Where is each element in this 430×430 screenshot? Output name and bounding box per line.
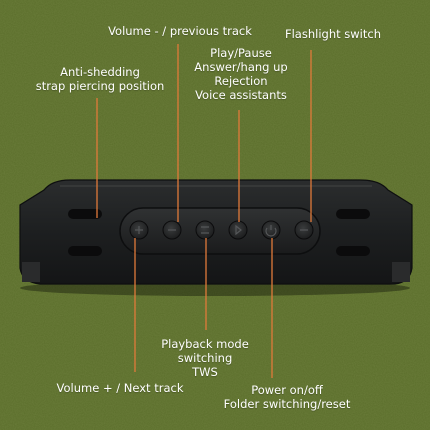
right-grille-slot-bottom: [336, 246, 370, 256]
label-playback-mode: Playback mode switching TWS: [161, 337, 249, 379]
label-play-pause: Play/Pause Answer/hang up Rejection Voic…: [194, 46, 288, 102]
label-power: Power on/off Folder switching/reset: [223, 383, 351, 411]
right-mesh: [392, 262, 410, 282]
left-grille-slot-top: [68, 209, 102, 219]
mode-glyph: [201, 226, 209, 234]
label-flashlight: Flashlight switch: [285, 27, 381, 41]
plus-glyph: [135, 226, 143, 234]
label-volume-minus: Volume - / previous track: [108, 24, 252, 38]
label-anti-shedding: Anti-shedding strap piercing position: [35, 65, 165, 93]
left-mesh: [22, 262, 40, 282]
left-grille-slot-bottom: [68, 246, 102, 256]
right-grille-slot-top: [336, 209, 370, 219]
play-pause-button: [228, 220, 248, 240]
label-volume-plus: Volume + / Next track: [56, 381, 184, 395]
play-glyph: [235, 224, 242, 236]
leader-lines: [96, 44, 312, 378]
power-glyph: [265, 225, 277, 237]
button-panel: [119, 207, 321, 255]
mode-button: [195, 220, 215, 240]
button-glyphs: [135, 224, 308, 237]
